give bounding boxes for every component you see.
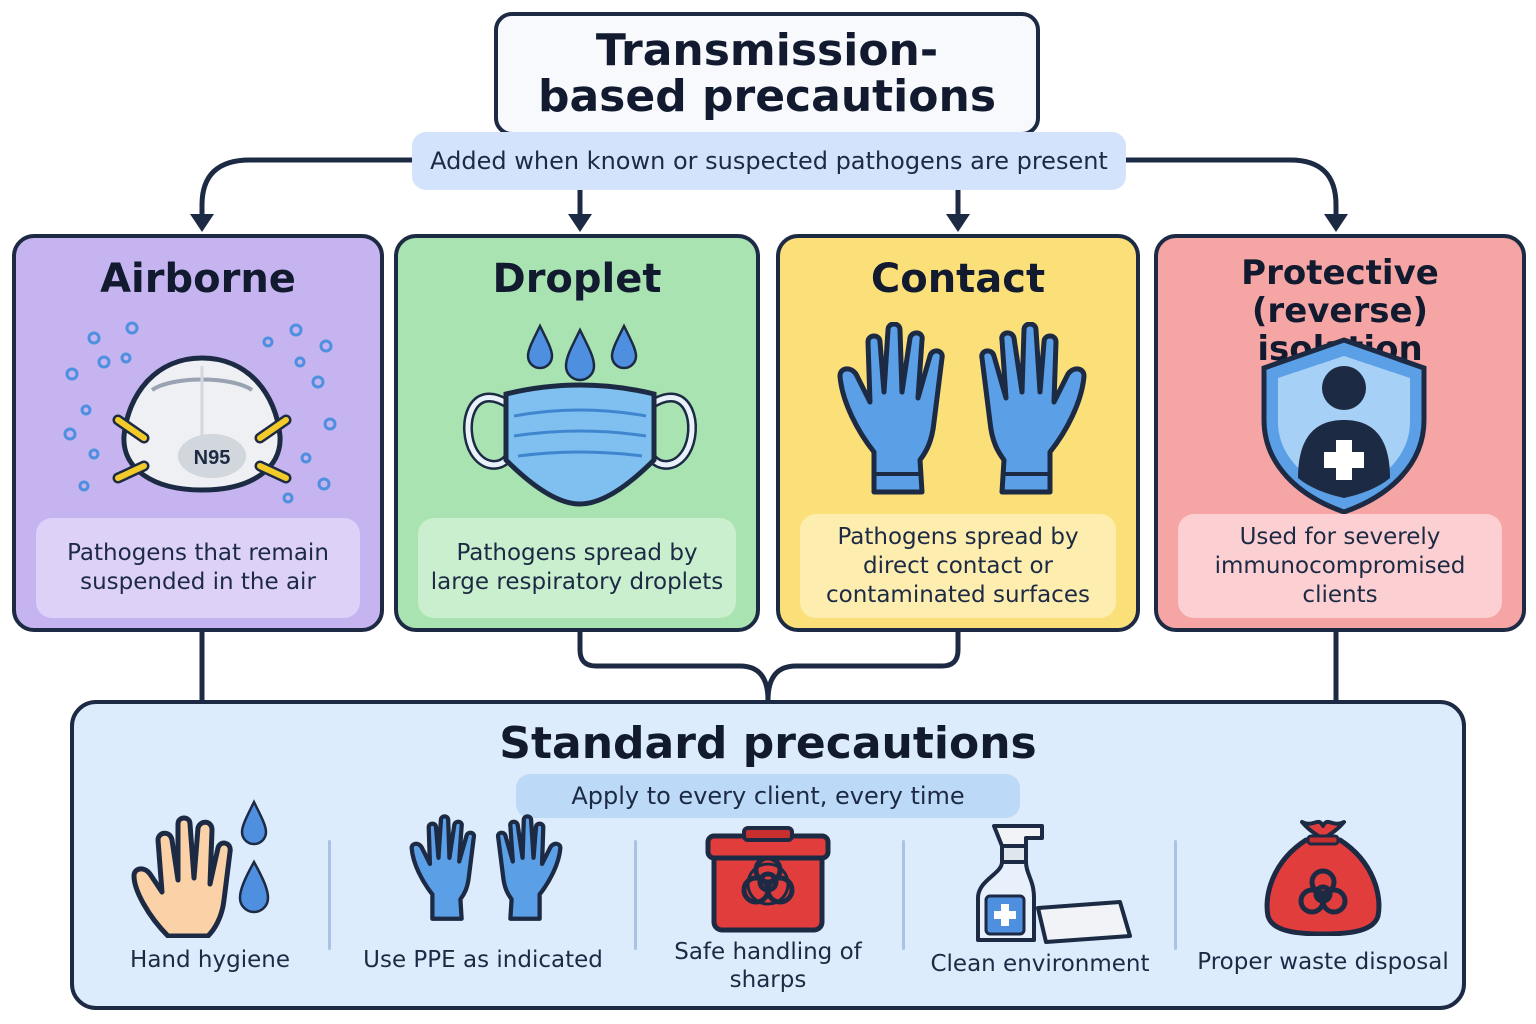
standard-item-label: Use PPE as indicated [363, 947, 603, 973]
title-box: Transmission-based precautions [494, 12, 1040, 136]
spray-bottle-icon [976, 824, 1132, 944]
standard-item-label: Clean environment [930, 951, 1150, 977]
card-contact: Contact Pathogens spread by direct conta… [776, 234, 1140, 632]
card-desc-protective: Used for severely immunocompromised clie… [1178, 514, 1502, 618]
gloves-icon [837, 322, 1087, 495]
standard-subtitle: Apply to every client, every time [571, 782, 965, 810]
card-title-droplet: Droplet [492, 256, 662, 302]
gloves-icon [409, 814, 563, 921]
surgical-mask-icon [463, 323, 697, 507]
subtitle-pill: Added when known or suspected pathogens … [412, 132, 1126, 190]
sharps-container-icon [705, 826, 831, 933]
standard-title: Standard precautions [499, 718, 1037, 769]
subtitle-text: Added when known or suspected pathogens … [430, 147, 1108, 175]
divider [634, 840, 637, 950]
shield-person-icon [1261, 337, 1427, 515]
n95-respirator-icon: N95 [63, 321, 337, 504]
card-airborne: Airborne N95 Pathogens that remain suspe… [12, 234, 384, 632]
card-desc-contact: Pathogens spread by direct contact or co… [800, 514, 1116, 618]
card-desc-droplet: Pathogens spread by large respiratory dr… [418, 518, 736, 618]
divider [902, 840, 905, 950]
card-title-contact: Contact [870, 256, 1046, 302]
divider [328, 840, 331, 950]
standard-item-label: Hand hygiene [130, 947, 290, 973]
card-protective: Protective (reverse) isolation Used for … [1154, 234, 1526, 632]
card-droplet: Droplet Pathogens spread by large respir… [394, 234, 760, 632]
n95-label: N95 [194, 447, 231, 469]
card-title-airborne: Airborne [100, 256, 296, 302]
page-title: Transmission-based precautions [537, 25, 997, 122]
divider [1174, 840, 1177, 950]
hand-washing-icon [131, 799, 270, 938]
standard-subtitle-pill: Apply to every client, every time [516, 774, 1020, 818]
card-desc-airborne: Pathogens that remain suspended in the a… [36, 518, 360, 618]
biohazard-bag-icon [1264, 819, 1382, 936]
standard-item-label: Safe handling of sharps [674, 939, 862, 993]
standard-item-label: Proper waste disposal [1197, 949, 1449, 975]
